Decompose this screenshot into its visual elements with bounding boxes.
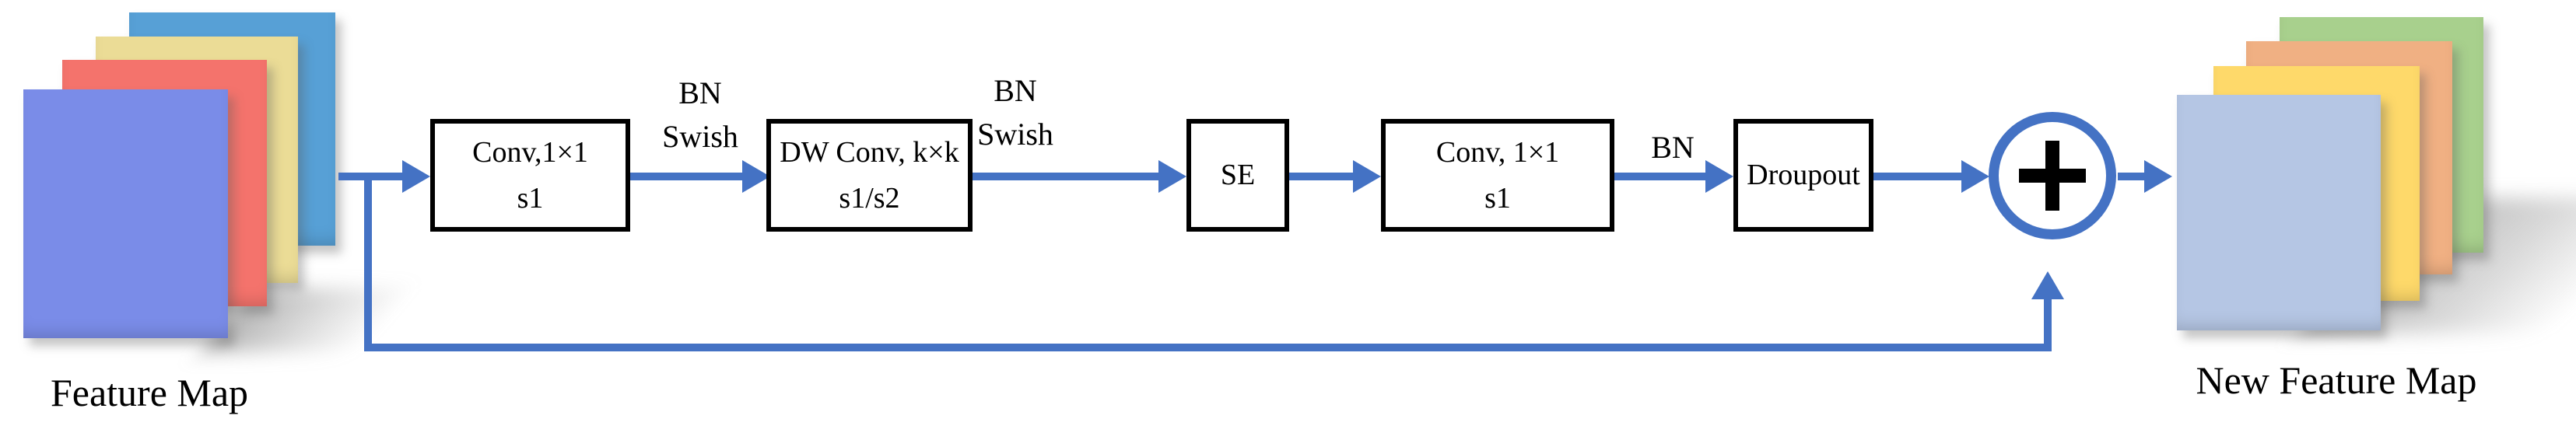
input-arrow-head bbox=[402, 160, 430, 193]
se-box: SE bbox=[1186, 119, 1289, 232]
dw-conv-box: DW Conv, k×k s1/s2 bbox=[766, 119, 973, 232]
conv1x1-project-box: Conv, 1×1 s1 bbox=[1381, 119, 1614, 232]
skip-connection-line bbox=[364, 344, 2052, 351]
box-line: Droupout bbox=[1747, 159, 1860, 192]
skip-connection-arrow-head bbox=[2031, 271, 2064, 299]
arrow-head bbox=[1158, 160, 1186, 193]
box-line: Conv, 1×1 bbox=[1435, 135, 1560, 169]
arrow-shaft bbox=[630, 173, 745, 180]
dropout-box: Droupout bbox=[1733, 119, 1873, 232]
edge-label-line: Swish bbox=[662, 119, 738, 154]
box-line: Conv,1×1 bbox=[472, 135, 588, 169]
box-line: s1 bbox=[517, 181, 544, 215]
output-arrow-shaft bbox=[2118, 173, 2147, 180]
skip-connection-branch bbox=[364, 173, 372, 351]
bn-swish-label-1: BN Swish bbox=[607, 72, 794, 159]
arrow-head bbox=[742, 160, 770, 193]
edge-label-line: BN bbox=[678, 75, 722, 110]
arrow-shaft bbox=[1873, 173, 1964, 180]
arrow-shaft bbox=[1614, 173, 1708, 180]
new-feature-map-label: New Feature Map bbox=[2196, 358, 2477, 402]
feature-map-label: Feature Map bbox=[50, 371, 249, 414]
conv1x1-expand-box: Conv,1×1 s1 bbox=[430, 119, 630, 232]
output-arrow-head bbox=[2144, 160, 2172, 193]
edge-label-line: BN bbox=[994, 73, 1037, 108]
edge-label-line: Swish bbox=[977, 117, 1053, 152]
plus-icon bbox=[2045, 141, 2059, 211]
box-line: DW Conv, k×k bbox=[780, 135, 959, 169]
edge-label-line: BN bbox=[1651, 130, 1695, 165]
bn-swish-label-2: BN Swish bbox=[922, 69, 1109, 156]
feature-map-sheet-front bbox=[23, 89, 228, 338]
arrow-head bbox=[1705, 160, 1733, 193]
box-line: SE bbox=[1220, 159, 1256, 192]
new-feature-map-sheet-front bbox=[2177, 95, 2381, 330]
arrow-shaft bbox=[1289, 173, 1355, 180]
box-line: s1/s2 bbox=[839, 181, 900, 215]
bn-label: BN bbox=[1579, 126, 1766, 169]
arrow-shaft bbox=[973, 173, 1161, 180]
box-line: s1 bbox=[1484, 181, 1511, 215]
residual-add-node: + bbox=[1989, 112, 2116, 239]
arrow-head bbox=[1353, 160, 1381, 193]
arrow-head bbox=[1961, 160, 1989, 193]
skip-connection-riser bbox=[2044, 298, 2052, 351]
